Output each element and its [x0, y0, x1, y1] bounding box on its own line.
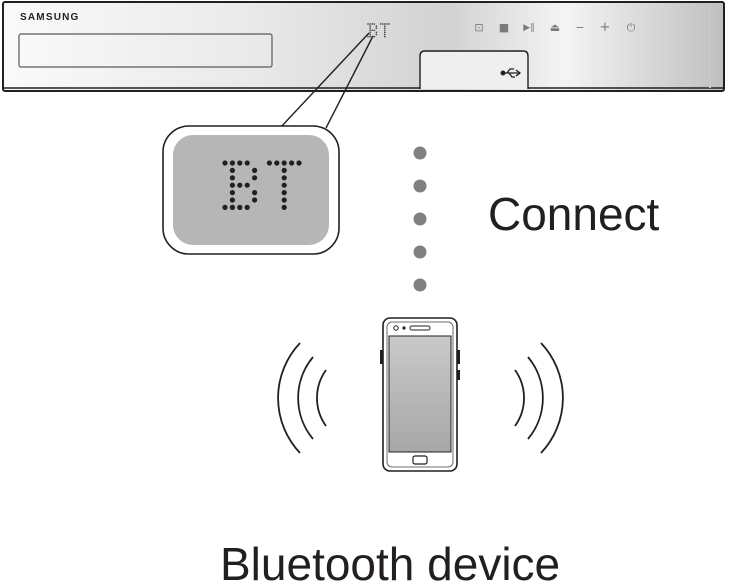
- display-dot: [386, 23, 388, 25]
- display-dot: [229, 197, 235, 203]
- display-dot: [369, 25, 371, 27]
- display-dot: [371, 29, 374, 32]
- connect-label: Connect: [488, 188, 660, 240]
- display-dot: [289, 160, 295, 166]
- display-dot: [229, 160, 235, 166]
- display-dot: [229, 190, 235, 196]
- play-pause-button: ▶‖: [523, 23, 535, 33]
- display-dot: [281, 182, 287, 188]
- display-dot: [229, 175, 235, 181]
- display-dot: [237, 160, 243, 166]
- display-dot: [371, 23, 374, 25]
- power-button: ⏻: [626, 21, 636, 34]
- display-dot: [222, 204, 228, 210]
- display-dot: [383, 29, 386, 32]
- display-dot: [252, 197, 258, 203]
- display-dot: [237, 204, 243, 210]
- display-dot: [369, 23, 371, 25]
- display-dot: [266, 160, 272, 166]
- display-dot: [229, 204, 235, 210]
- volume-up-button: +: [599, 20, 611, 35]
- display-dot: [367, 23, 369, 25]
- display-dot: [369, 35, 371, 38]
- display-dot: [252, 175, 258, 181]
- usb-port-cover: [419, 50, 529, 89]
- display-dot: [369, 29, 371, 32]
- bluetooth-device-label: Bluetooth device: [220, 538, 561, 583]
- display-dot: [375, 27, 378, 30]
- display-dot: [281, 167, 287, 173]
- display-dot: [222, 160, 228, 166]
- display-dot: [373, 35, 376, 38]
- display-dot: [383, 25, 386, 27]
- eject-button: ⏏: [549, 21, 561, 34]
- display-dot: [281, 197, 287, 203]
- display-dot: [252, 167, 258, 173]
- display-dot: [252, 190, 258, 196]
- display-dot: [369, 31, 371, 34]
- display-dot: [383, 23, 386, 25]
- display-dot: [369, 33, 371, 36]
- stop-button: ■: [498, 21, 510, 34]
- usb-icon: [500, 68, 522, 78]
- display-dot: [383, 27, 386, 30]
- display-dot: [383, 33, 386, 36]
- display-dot: [369, 27, 371, 30]
- display-dot: [367, 35, 369, 38]
- display-callout: [162, 125, 340, 255]
- display-dot: [375, 33, 378, 36]
- display-dot: [281, 160, 287, 166]
- display-dot: [379, 23, 382, 25]
- display-dot: [244, 204, 250, 210]
- wireless-signal-left-icon: [277, 342, 327, 454]
- display-dot: [388, 23, 390, 25]
- panel-display-bt: BT: [367, 23, 390, 38]
- display-dot: [383, 31, 386, 34]
- display-dot: [244, 182, 250, 188]
- callout-connector: [279, 32, 374, 129]
- smartphone-icon: [380, 317, 460, 472]
- function-button: ⊡: [474, 21, 484, 34]
- display-dot: [274, 160, 280, 166]
- blu-ray-player-panel: [2, 1, 725, 92]
- display-dot: [229, 182, 235, 188]
- zoomed-display-bt: BT: [222, 160, 302, 210]
- display-dot: [373, 23, 376, 25]
- brand-logo: SAMSUNG: [20, 12, 80, 23]
- display-dot: [371, 35, 374, 38]
- display-dot: [281, 204, 287, 210]
- display-dot: [237, 182, 243, 188]
- connection-dots: [413, 146, 427, 292]
- display-dot: [373, 29, 376, 32]
- display-dot: [375, 31, 378, 34]
- disc-tray: [18, 33, 273, 68]
- display-dot: [381, 23, 384, 25]
- display-dot: [281, 175, 287, 181]
- display-dot: [375, 25, 378, 27]
- wireless-signal-right-icon: [514, 342, 564, 454]
- display-dot: [229, 167, 235, 173]
- display-dot: [244, 160, 250, 166]
- display-dot: [281, 190, 287, 196]
- volume-down-button: −: [575, 21, 585, 34]
- display-dot: [296, 160, 302, 166]
- display-dot: [383, 35, 386, 38]
